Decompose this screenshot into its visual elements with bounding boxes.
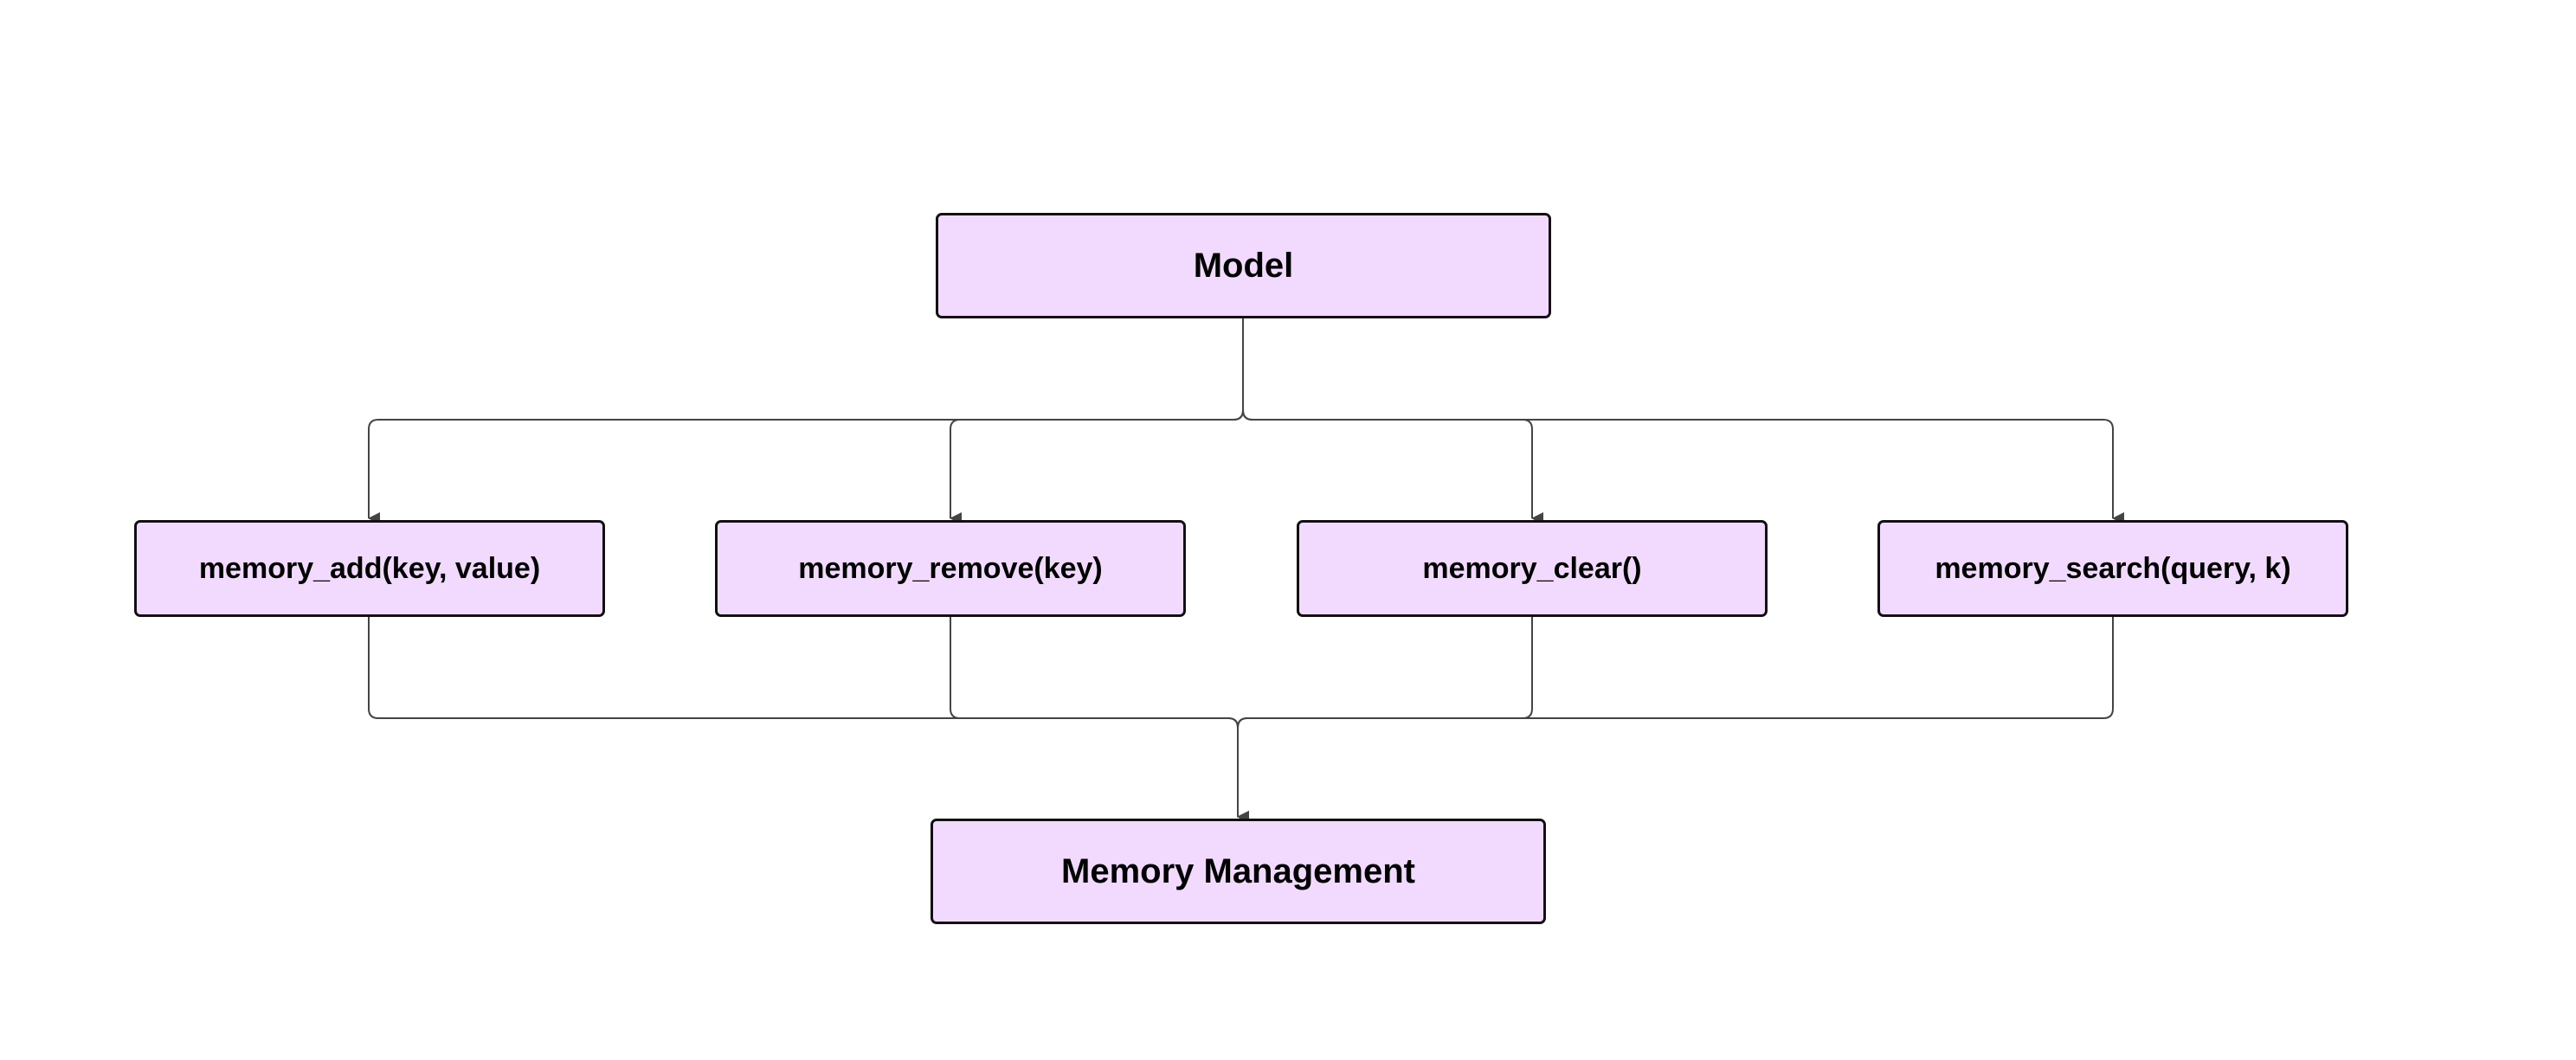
node-memory-add-label: memory_add(key, value) xyxy=(198,551,541,585)
edge-model-to-memory-remove xyxy=(950,318,1244,524)
node-memory-clear: memory_clear() xyxy=(1297,520,1768,617)
edge-memory-add-to-memory-management xyxy=(368,617,1249,823)
node-memory-remove-label: memory_remove(key) xyxy=(798,551,1103,585)
edge-memory-search-to-memory-management xyxy=(1237,617,2114,823)
node-memory-management: Memory Management xyxy=(931,819,1546,924)
node-memory-remove: memory_remove(key) xyxy=(715,520,1186,617)
edge-memory-remove-to-memory-management xyxy=(950,617,1249,823)
node-memory-clear-label: memory_clear() xyxy=(1422,551,1642,585)
node-memory-add: memory_add(key, value) xyxy=(134,520,605,617)
node-memory-management-label: Memory Management xyxy=(1061,851,1415,890)
edge-model-to-memory-clear xyxy=(1242,318,1543,524)
edge-memory-clear-to-memory-management xyxy=(1237,617,1533,823)
node-memory-search: memory_search(query, k) xyxy=(1877,520,2348,617)
node-model-label: Model xyxy=(1193,246,1294,285)
node-model: Model xyxy=(936,213,1551,318)
edge-model-to-memory-add xyxy=(368,318,1244,524)
node-memory-search-label: memory_search(query, k) xyxy=(1935,551,2291,585)
edge-model-to-memory-search xyxy=(1242,318,2124,524)
